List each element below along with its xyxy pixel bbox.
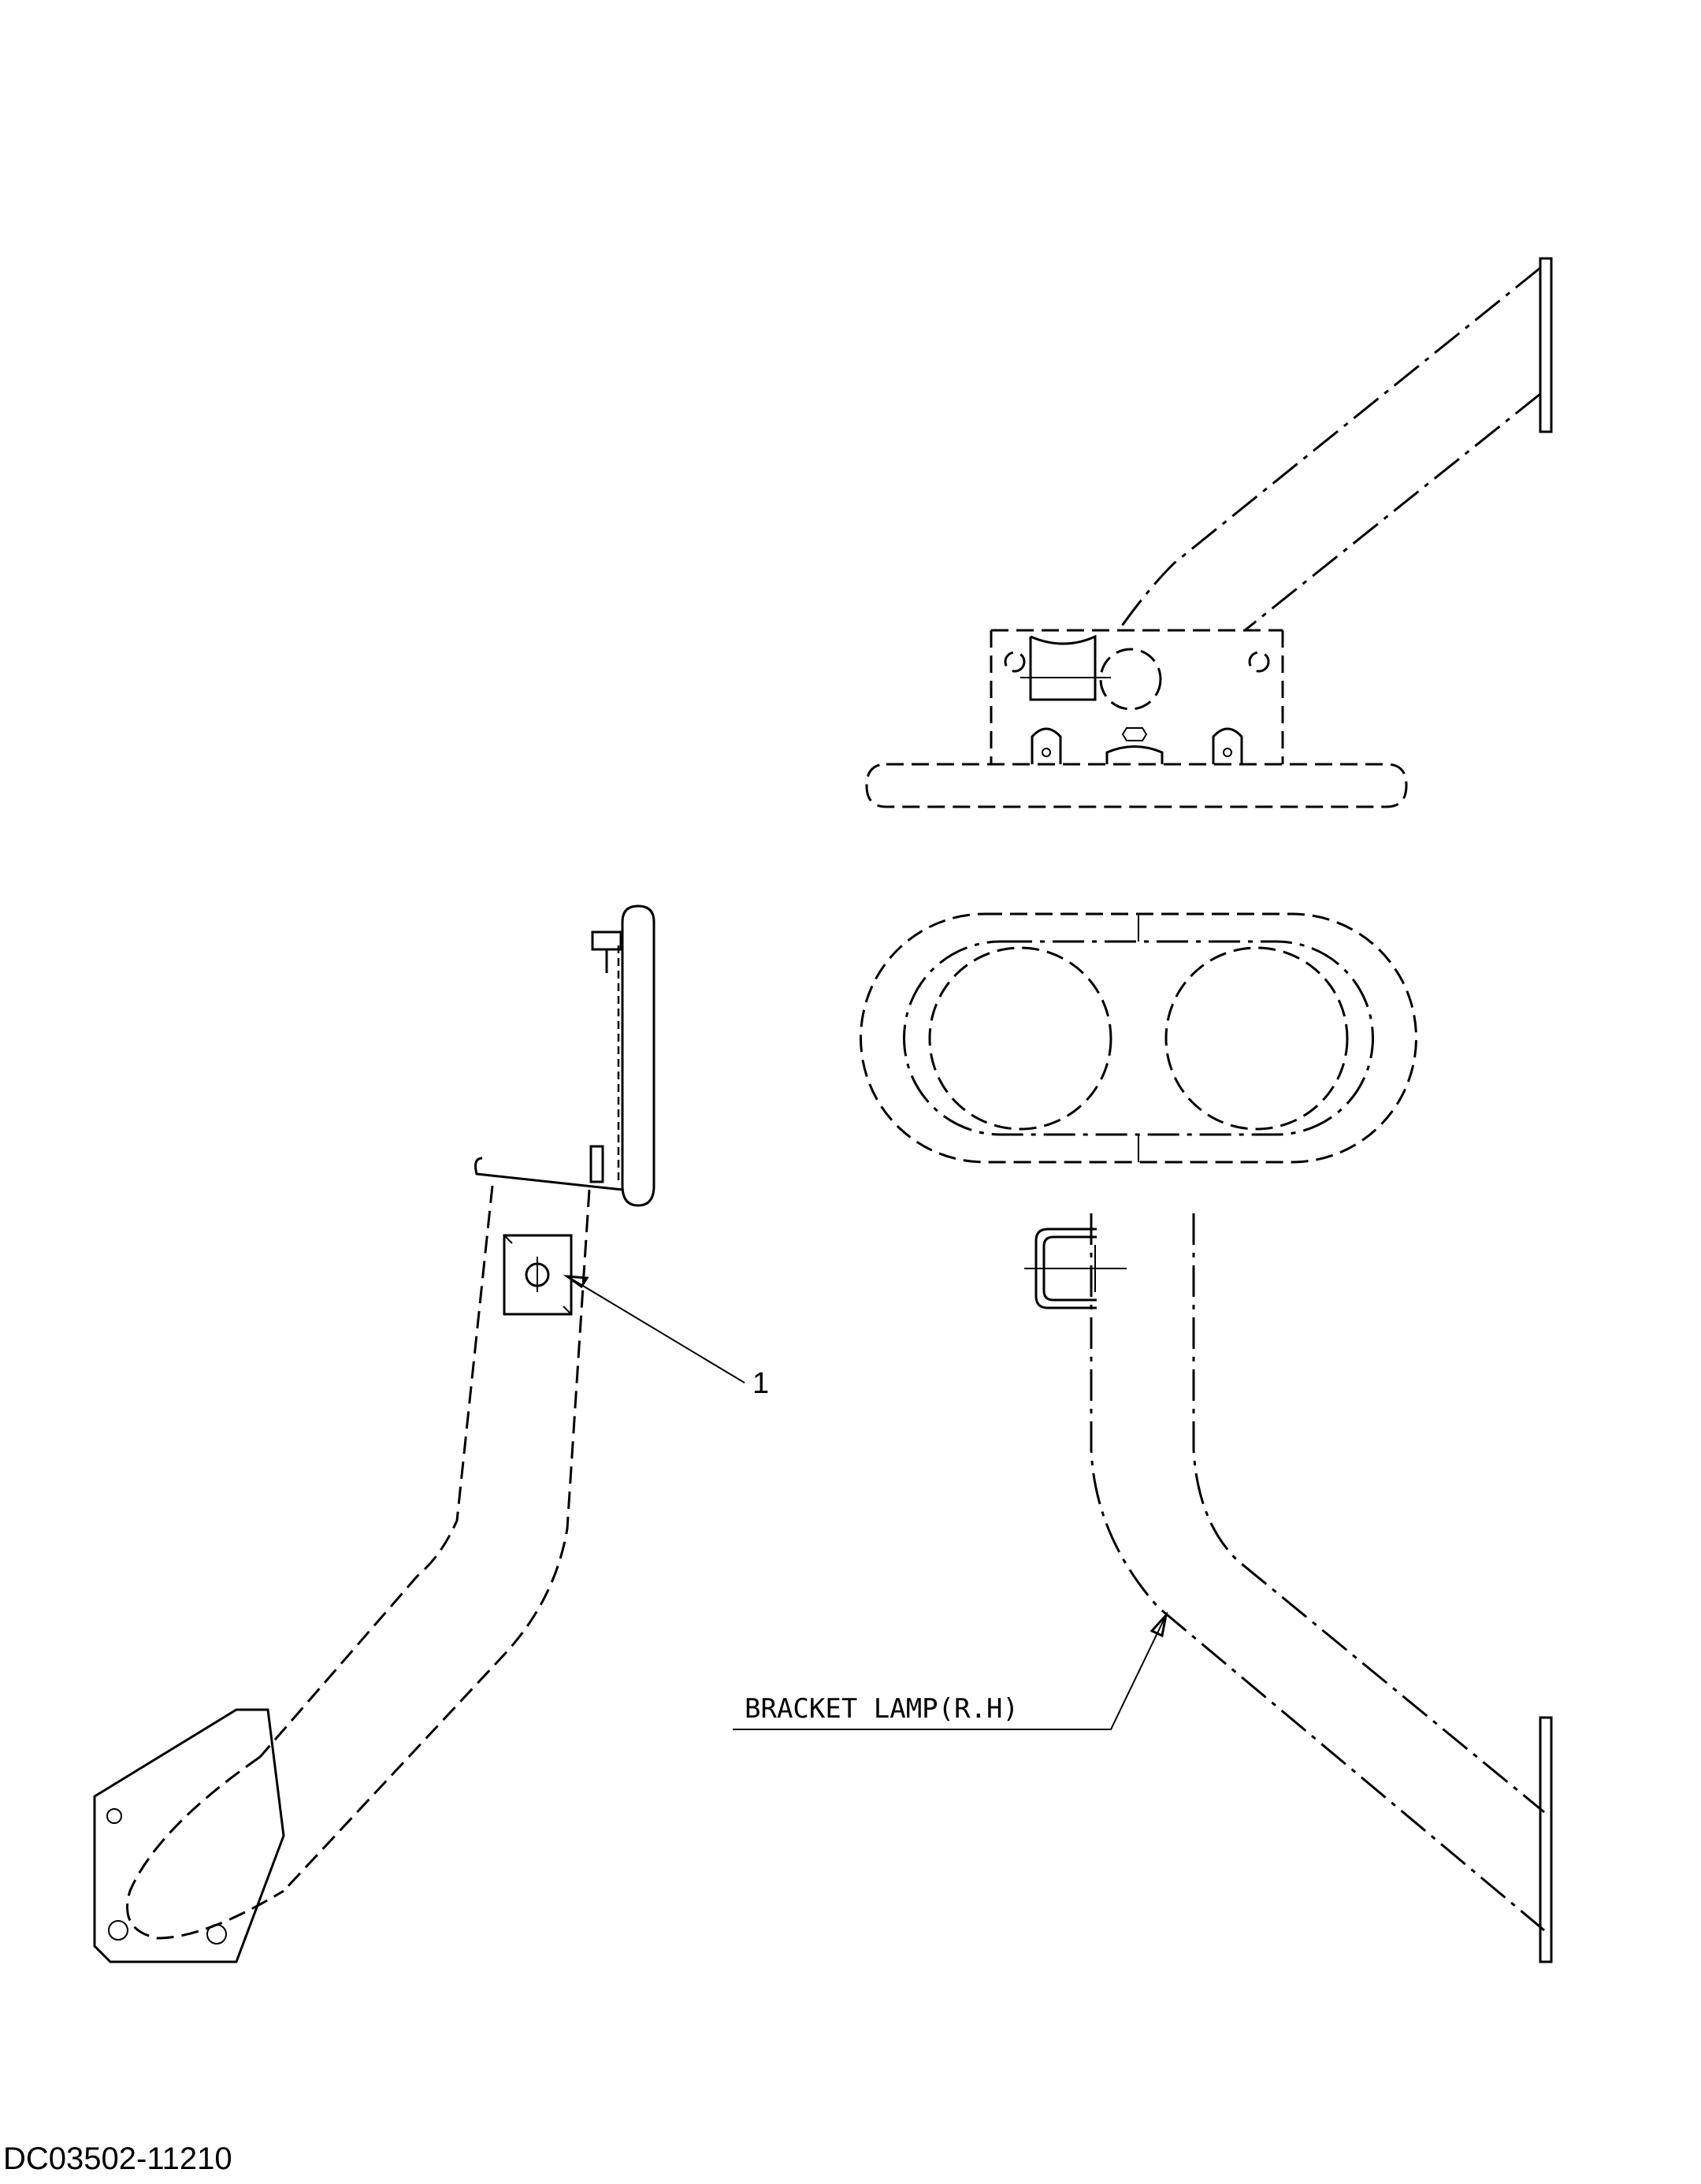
item-1-corner-a bbox=[503, 1235, 513, 1244]
front-arm-left-edge bbox=[1090, 1213, 1545, 1932]
top-lug-right bbox=[1212, 727, 1243, 764]
front-lamp-left bbox=[928, 946, 1112, 1131]
front-lamp-right bbox=[1164, 946, 1349, 1131]
flange-hole-3 bbox=[206, 1924, 227, 1944]
document-id: DC03502-11210 bbox=[3, 2141, 232, 2176]
item-1-plate bbox=[503, 1234, 573, 1316]
side-handle bbox=[621, 904, 656, 1207]
side-arm-right-edge bbox=[282, 1189, 591, 1892]
front-mount-plate bbox=[1539, 1716, 1553, 1963]
item-1-corner-b bbox=[563, 1306, 572, 1315]
top-nut bbox=[1121, 727, 1148, 741]
side-view bbox=[93, 904, 656, 1963]
side-handle-bolt-top bbox=[591, 930, 622, 951]
top-handle-bar bbox=[865, 763, 1408, 808]
side-arm-left-edge bbox=[258, 1185, 494, 1758]
bracket-arrowhead bbox=[1149, 1610, 1168, 1638]
top-hole-right bbox=[1248, 651, 1270, 673]
item-1-label: 1 bbox=[752, 1367, 769, 1400]
top-mount-plate bbox=[1539, 257, 1553, 433]
front-outer-frame bbox=[860, 912, 1417, 1164]
side-mount-flange bbox=[93, 1708, 285, 1963]
side-flange-loop bbox=[126, 1755, 284, 1940]
top-lug-right-hole bbox=[1223, 748, 1232, 757]
flange-hole-2 bbox=[108, 1920, 128, 1941]
top-arm-upper-edge bbox=[1117, 266, 1541, 631]
top-hole-left bbox=[1004, 651, 1026, 673]
bracket-leader bbox=[733, 1614, 1167, 1730]
front-arm-right-edge bbox=[1192, 1213, 1545, 1814]
item-1-arrowhead bbox=[563, 1275, 589, 1289]
top-clamp bbox=[1029, 634, 1097, 701]
top-lamp-circle bbox=[1099, 648, 1162, 711]
front-inner-frame bbox=[903, 940, 1374, 1136]
bracket-lamp-label: BRACKET LAMP(R.H) bbox=[745, 1693, 1019, 1725]
side-bolt bbox=[589, 1145, 604, 1183]
top-arm-lower-edge bbox=[1244, 392, 1541, 632]
callouts: 1 BRACKET LAMP(R.H) bbox=[563, 1275, 1168, 1730]
top-nut-base bbox=[1105, 745, 1164, 764]
top-view bbox=[865, 257, 1553, 808]
front-view bbox=[860, 912, 1553, 1963]
top-lug-left bbox=[1031, 727, 1062, 764]
flange-hole-1 bbox=[106, 1808, 122, 1824]
side-plate bbox=[474, 1157, 623, 1191]
top-lug-left-hole bbox=[1042, 748, 1051, 757]
item-1-leader bbox=[566, 1276, 745, 1384]
